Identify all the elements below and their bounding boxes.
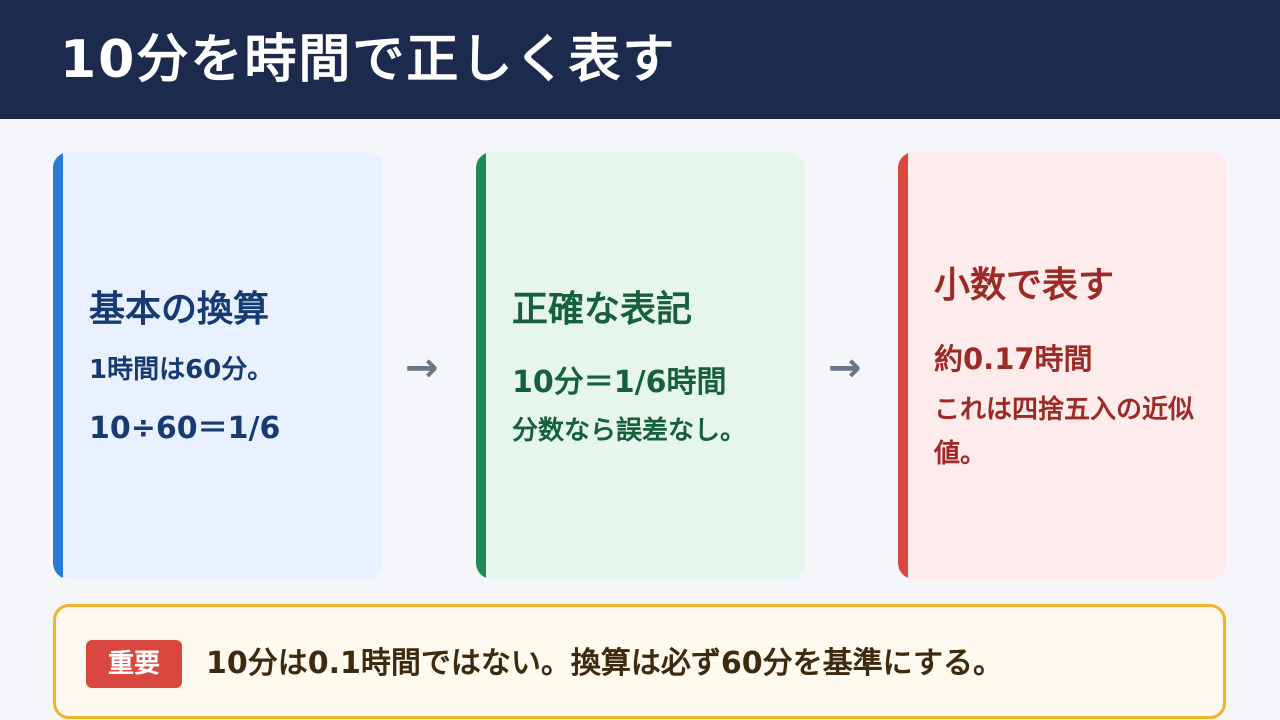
card-formula: 約0.17時間 <box>934 342 1093 376</box>
card-line: 分数なら誤差なし。 <box>512 416 747 446</box>
card-formula: 10分＝1/6時間 <box>512 365 727 400</box>
card-formula: 10÷60＝1/6 <box>89 411 281 446</box>
important-note-text: 10分は0.1時間ではない。換算は必ず60分を基準にする。 <box>206 646 1003 681</box>
card-accent-bar <box>53 152 63 579</box>
card-accent-bar <box>476 152 486 579</box>
card-basic-conversion: 基本の換算 1時間は60分。 10÷60＝1/6 <box>53 152 382 579</box>
card-heading: 正確な表記 <box>512 289 693 330</box>
card-decimal: 小数で表す 約0.17時間 これは四捨五入の近似値。 <box>898 152 1227 579</box>
card-exact-notation: 正確な表記 10分＝1/6時間 分数なら誤差なし。 <box>476 152 805 579</box>
card-line: 1時間は60分。 <box>89 355 274 385</box>
arrow-right-icon: → <box>828 345 862 391</box>
important-note-box: 重要 10分は0.1時間ではない。換算は必ず60分を基準にする。 <box>53 604 1226 719</box>
card-heading: 小数で表す <box>934 265 1115 306</box>
card-accent-bar <box>898 152 908 579</box>
card-line: これは四捨五入の近似値。 <box>934 395 1195 469</box>
card-heading: 基本の換算 <box>89 289 270 330</box>
header-bar: 10分を時間で正しく表す <box>0 0 1280 119</box>
important-badge: 重要 <box>86 640 182 688</box>
arrow-right-icon: → <box>405 345 439 391</box>
page-title: 10分を時間で正しく表す <box>60 30 677 90</box>
